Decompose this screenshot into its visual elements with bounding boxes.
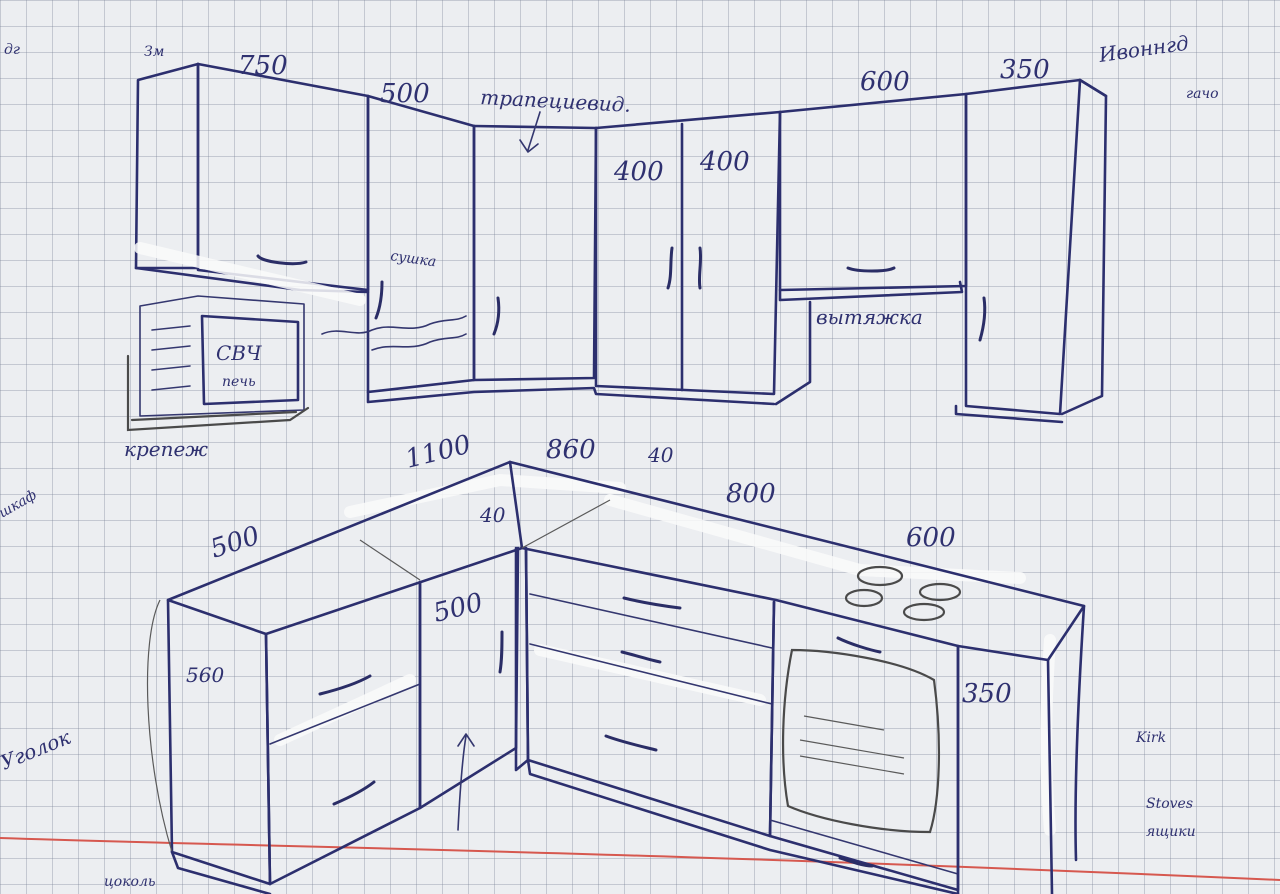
note-right-low: Kirk <box>1135 730 1166 746</box>
burner-4 <box>902 602 946 622</box>
note-top-left-2: Зм <box>144 44 164 60</box>
upper-double-handle-right <box>697 246 703 290</box>
upper-bottom-lip <box>366 386 776 406</box>
upper-cabinet-1 <box>196 62 370 292</box>
correction-mark-1 <box>134 242 366 306</box>
note-mount: крепеж <box>124 437 208 461</box>
upper-hood-handle <box>846 266 896 273</box>
microwave-bracket <box>126 354 310 432</box>
handwritten-notes: трапециевид. сушка вытяжка СВЧ печь креп… <box>0 31 1219 890</box>
dim-lower-860: 860 <box>546 435 596 465</box>
hood-shelf <box>778 280 964 302</box>
oven-window <box>781 648 941 834</box>
lower-right-end <box>956 644 1054 894</box>
upper-left-end-panel <box>134 62 200 270</box>
burner-2 <box>918 582 962 602</box>
dim-lower-800: 800 <box>726 479 776 509</box>
note-left-mid: шкаф <box>0 487 39 521</box>
upper-right-bottom <box>954 404 1064 424</box>
upper-double-handle-left <box>666 246 674 290</box>
upper-cabinet-2-handle <box>374 280 384 320</box>
upper-right-cabinet <box>964 78 1082 416</box>
note-right-top: Ивоннгд <box>1096 31 1190 67</box>
lower-drawer-handle-1 <box>318 674 372 696</box>
dim-lower-40-inner: 40 <box>479 503 506 527</box>
dryer-rack-1 <box>321 315 467 335</box>
upper-cabinets <box>126 62 1108 432</box>
upper-corner-handle <box>492 296 501 336</box>
lower-drawer-stack-line-2 <box>529 643 773 705</box>
dim-upper-600: 600 <box>860 67 910 97</box>
dimension-labels: 750 500 600 350 400 400 1100 860 40 40 8… <box>186 51 1050 709</box>
note-bottom-left: цоколь <box>104 874 156 890</box>
note-hood: вытяжка <box>816 305 923 329</box>
dryer-rack-2 <box>371 333 467 351</box>
dim-lower-500-corner: 500 <box>430 588 485 629</box>
countertop-corner-cut <box>359 499 611 581</box>
lower-drawer-stack-handle-3 <box>604 734 658 752</box>
dim-upper-500: 500 <box>380 79 430 109</box>
microwave-door <box>200 314 300 406</box>
microwave-label-2: печь <box>222 374 256 390</box>
lower-plinth <box>170 758 960 894</box>
dim-upper-350: 350 <box>1000 55 1050 85</box>
lower-right-side <box>1074 604 1086 862</box>
lower-drawer-stack-handle-2 <box>620 650 662 664</box>
note-dryer: сушка <box>389 248 437 270</box>
lower-corner-handle <box>498 630 504 674</box>
upper-double-cabinet <box>594 110 782 396</box>
burner-3 <box>844 588 884 608</box>
note-right-bottom-2: ящики <box>1146 824 1196 840</box>
note-right-bottom-1: Stoves <box>1146 796 1193 812</box>
lower-corner-cabinet <box>418 546 520 810</box>
upper-corner-cabinet <box>472 124 598 382</box>
upper-cabinet-1-handle <box>256 254 308 266</box>
upper-top-edge-right <box>594 78 1108 130</box>
dim-door-400-left: 400 <box>613 157 664 187</box>
oven-handle <box>836 636 882 654</box>
correction-mark-6 <box>274 674 416 746</box>
note-right-top-2: гачо <box>1186 86 1219 102</box>
lower-drawer-divider <box>269 683 421 745</box>
upper-right-side <box>1060 78 1108 416</box>
burner-1 <box>856 565 904 587</box>
lower-left-end-outline <box>146 599 173 853</box>
dim-lower-600: 600 <box>906 523 956 553</box>
margin-line <box>0 837 1280 881</box>
upper-right-handle <box>978 296 987 342</box>
dim-lower-500-left: 500 <box>207 521 263 565</box>
dim-lower-1100: 1100 <box>402 430 473 475</box>
note-left-low: Уголок <box>0 725 74 775</box>
correction-mark-2 <box>344 473 626 518</box>
note-trapezoid: трапециевид. <box>480 85 632 117</box>
lower-corner-arrow <box>457 733 475 831</box>
lower-drawer-handle-2 <box>332 780 376 806</box>
microwave-label-1: СВЧ <box>216 341 262 365</box>
microwave-bracket-fill <box>130 410 298 422</box>
lower-drawer-stack-handle-1 <box>622 596 682 610</box>
lower-cabinets <box>146 460 1086 894</box>
oven-drawer-handle <box>838 856 874 868</box>
dim-lower-40-top: 40 <box>647 443 674 467</box>
dim-door-400-right: 400 <box>699 147 750 177</box>
lower-drawer-stack-line-1 <box>529 593 773 649</box>
countertop-right <box>508 460 1086 662</box>
note-top-left: дг <box>4 42 20 58</box>
microwave-vents <box>151 325 191 391</box>
oven-window-lines <box>799 715 905 775</box>
microwave-box <box>139 295 305 417</box>
oven-drawer <box>769 819 959 875</box>
lower-left-end <box>166 598 272 886</box>
dim-lower-560: 560 <box>186 663 224 687</box>
trapezoid-arrow <box>519 111 541 153</box>
upper-hood-cabinet <box>778 92 968 292</box>
hood-side <box>774 300 812 406</box>
dim-upper-750: 750 <box>238 51 288 81</box>
dim-lower-350: 350 <box>962 679 1012 709</box>
